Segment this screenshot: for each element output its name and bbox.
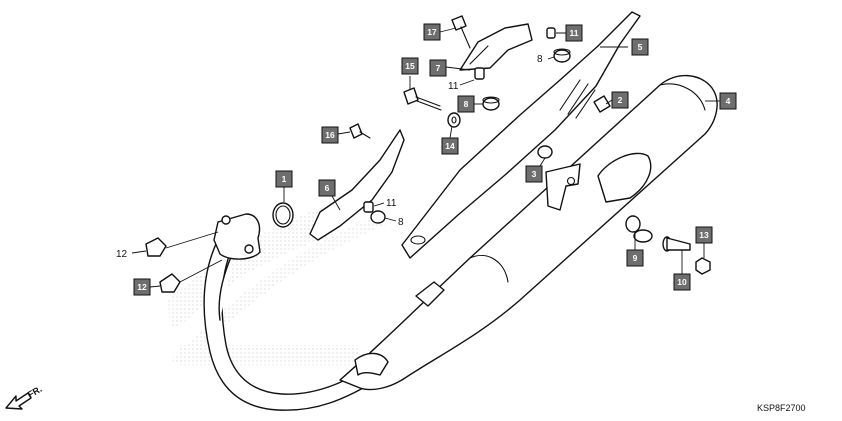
mount-hole bbox=[566, 176, 576, 186]
svg-text:11: 11 bbox=[570, 28, 579, 38]
bolt-17 bbox=[451, 15, 471, 49]
heat-protector-slot bbox=[575, 89, 596, 119]
muffler-bracket bbox=[415, 281, 445, 307]
callout-17: 17 bbox=[423, 23, 441, 41]
svg-text:16: 16 bbox=[325, 130, 335, 140]
svg-text:4: 4 bbox=[726, 96, 731, 106]
muffler-tip bbox=[354, 352, 389, 376]
svg-text:13: 13 bbox=[699, 230, 709, 240]
svg-text:5: 5 bbox=[638, 42, 643, 52]
callout-8-mid: 8 bbox=[457, 95, 475, 113]
svg-text:14: 14 bbox=[445, 141, 455, 151]
flange-bolt-hole bbox=[221, 215, 231, 225]
collar-11-top bbox=[546, 27, 556, 39]
muffler-seam bbox=[469, 255, 509, 283]
callout-9: 9 bbox=[626, 249, 644, 267]
svg-text:9: 9 bbox=[633, 253, 638, 263]
label-11-mid: 11 bbox=[448, 81, 459, 92]
svg-text:12: 12 bbox=[137, 282, 147, 292]
diagram-code: KSP8F2700 bbox=[757, 403, 806, 413]
svg-text:1: 1 bbox=[282, 174, 287, 184]
bolt-15 bbox=[403, 87, 442, 111]
label-8-low: 8 bbox=[398, 217, 404, 228]
label-8-top: 8 bbox=[537, 54, 543, 65]
grommet-9 bbox=[625, 215, 653, 243]
callout-6: 6 bbox=[318, 179, 336, 197]
callout-13: 13 bbox=[695, 226, 713, 244]
leader-lines bbox=[131, 27, 720, 288]
muffler-mount-bracket bbox=[545, 163, 581, 211]
muffler-seam bbox=[659, 83, 706, 111]
callout-15: 15 bbox=[401, 57, 419, 75]
nut-12-upper bbox=[145, 237, 167, 257]
washer-14 bbox=[447, 112, 461, 128]
svg-text:15: 15 bbox=[405, 61, 415, 71]
callout-4: 4 bbox=[719, 92, 737, 110]
callout-12-lower: 12 bbox=[133, 278, 151, 296]
callout-11-top: 11 bbox=[565, 24, 583, 42]
grommet-8-mid bbox=[482, 96, 500, 111]
label-11-low: 11 bbox=[386, 198, 397, 209]
svg-text:8: 8 bbox=[464, 99, 469, 109]
label-12-left: 12 bbox=[116, 249, 128, 260]
exhaust-flange bbox=[213, 213, 261, 260]
grommet-8-low bbox=[370, 210, 386, 224]
bolt-16 bbox=[349, 123, 371, 139]
callout-1: 1 bbox=[275, 170, 293, 188]
svg-text:2: 2 bbox=[618, 95, 623, 105]
svg-text:7: 7 bbox=[436, 63, 441, 73]
flange-bolt-hole bbox=[244, 244, 254, 254]
callout-5: 5 bbox=[631, 38, 649, 56]
callout-16: 16 bbox=[321, 126, 339, 144]
svg-text:17: 17 bbox=[427, 27, 437, 37]
collar-11-low bbox=[363, 201, 374, 213]
heat-protector-slot bbox=[559, 79, 581, 111]
collar-2 bbox=[593, 95, 611, 113]
heat-protector-hole bbox=[410, 235, 426, 245]
heat-protector bbox=[401, 11, 641, 259]
collar-11-mid bbox=[474, 67, 485, 80]
nut-12-lower bbox=[159, 273, 181, 293]
heat-protector-slot bbox=[567, 83, 589, 115]
upper-bracket-slot bbox=[469, 45, 489, 65]
callout-10: 10 bbox=[673, 273, 691, 291]
svg-text:6: 6 bbox=[325, 183, 330, 193]
callout-2: 2 bbox=[611, 91, 629, 109]
grommet-8-top bbox=[553, 48, 571, 63]
nut-13 bbox=[695, 257, 711, 275]
callout-3: 3 bbox=[525, 165, 543, 183]
small-protector bbox=[309, 129, 405, 241]
front-label: FR. bbox=[26, 384, 44, 400]
callout-7: 7 bbox=[429, 59, 447, 77]
callout-14: 14 bbox=[441, 137, 459, 155]
muffler-shroud bbox=[597, 152, 652, 203]
grommet-3 bbox=[537, 145, 553, 159]
upper-bracket bbox=[459, 23, 533, 71]
front-direction-arrow: FR. bbox=[5, 384, 44, 410]
gasket-inner bbox=[275, 205, 291, 225]
svg-text:3: 3 bbox=[532, 169, 537, 179]
svg-text:10: 10 bbox=[677, 277, 687, 287]
bolt-10 bbox=[662, 236, 691, 252]
